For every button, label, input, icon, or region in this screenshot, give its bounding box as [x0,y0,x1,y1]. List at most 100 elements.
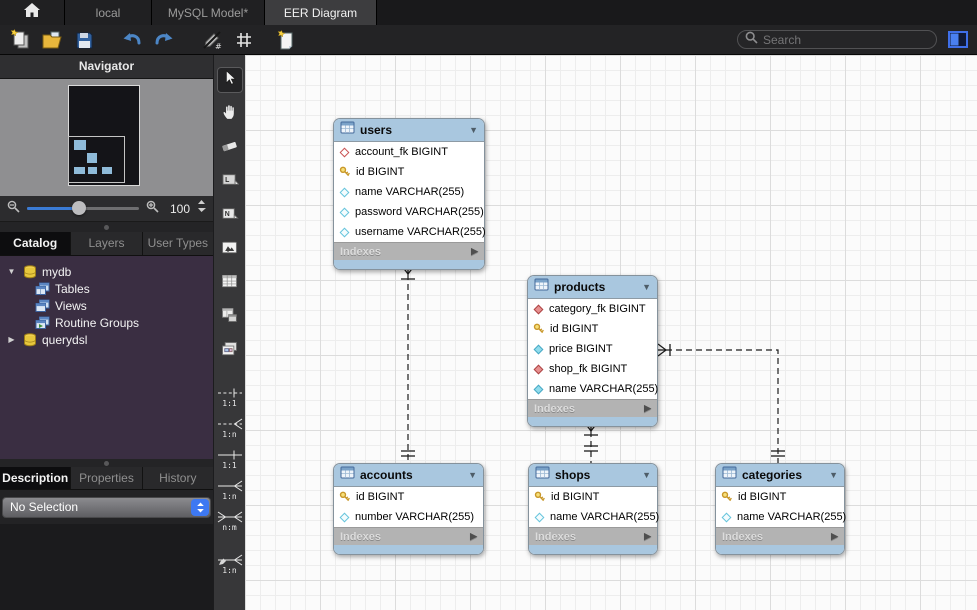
table-column-row[interactable]: shop_fk BIGINT [528,359,657,379]
new-model-button[interactable] [8,28,32,52]
collapse-caret-icon[interactable]: ▼ [469,125,478,135]
rel-1-n-non-identifying[interactable]: 1:n [217,416,243,440]
routine-icon [220,340,239,364]
image-tool[interactable] [217,237,243,263]
view-tool[interactable] [217,305,243,331]
table-header[interactable]: shops▼ [529,464,657,486]
undo-button[interactable] [120,28,144,52]
attribute-diamond-icon [339,512,350,522]
table-column-row[interactable]: name VARCHAR(255) [528,379,658,399]
rel-1-n-existing[interactable]: 1:n [217,552,243,576]
collapse-caret-icon[interactable]: ▼ [468,470,477,480]
table-column-row[interactable]: id BIGINT [528,319,657,339]
minimap-viewport[interactable] [68,136,125,183]
tab-layers[interactable]: Layers [71,232,143,255]
table-column-row[interactable]: name VARCHAR(255) [716,507,847,527]
tab-catalog[interactable]: Catalog [0,232,72,255]
table-indexes-footer[interactable]: Indexes▶ [528,400,657,417]
catalog-tree-item-tables[interactable]: Tables [0,280,213,297]
rel-n-m-identifying[interactable]: n:m [217,509,243,533]
table-indexes-footer[interactable]: Indexes▶ [334,243,484,260]
catalog-tree-item-querydsl[interactable]: ▶querydsl [0,331,213,348]
table-column-row[interactable]: id BIGINT [716,487,844,507]
tab-local[interactable]: local [65,0,152,25]
expand-arrow-icon[interactable]: ▶ [470,531,477,541]
tree-expander-icon[interactable]: ▼ [7,267,16,276]
table-tool[interactable] [217,271,243,297]
home-tab[interactable] [0,0,65,25]
eraser-tool[interactable] [217,135,243,161]
table-column-row[interactable]: number VARCHAR(255) [334,507,483,527]
expand-arrow-icon[interactable]: ▶ [644,531,651,541]
rel-1-1-identifying[interactable]: 1:1 [217,447,243,471]
table-column-row[interactable]: id BIGINT [529,487,657,507]
zoom-out-icon[interactable] [7,200,20,218]
column-definition: name VARCHAR(255) [737,511,847,523]
tab-mysql-model[interactable]: MySQL Model* [152,0,265,25]
tab-user-types[interactable]: User Types [142,232,213,255]
table-indexes-footer[interactable]: Indexes ▶ [716,528,844,545]
expand-arrow-icon[interactable]: ▶ [831,531,838,541]
table-column-row[interactable]: account_fk BIGINT [334,142,484,162]
toggle-sidebar-icon[interactable] [947,31,969,49]
catalog-tree-item-routine-groups[interactable]: Routine Groups [0,314,213,331]
table-indexes-footer[interactable]: Indexes▶ [334,528,483,545]
tab-eer-diagram[interactable]: EER Diagram [265,0,377,25]
layer-tool[interactable]: L [217,169,243,195]
table-column-row[interactable]: price BIGINT [528,339,657,359]
collapse-caret-icon[interactable]: ▼ [829,470,838,480]
navigator-minimap[interactable] [0,79,213,196]
table-header[interactable]: users▼ [334,119,484,141]
new-diagram-button[interactable] [274,28,298,52]
search-box[interactable] [737,30,937,49]
tab-history[interactable]: History [142,467,213,489]
cursor-tool[interactable] [216,67,243,93]
zoom-in-icon[interactable] [146,200,159,218]
connector-products-categories[interactable] [666,349,779,463]
tab-properties[interactable]: Properties [71,467,143,489]
rel-1-1-non-identifying[interactable]: 1:1 [217,385,243,409]
hand-tool[interactable] [217,101,243,127]
zoom-slider[interactable] [27,201,139,215]
table-header[interactable]: accounts▼ [334,464,483,486]
table-column-row[interactable]: username VARCHAR(255) [334,222,486,242]
open-model-button[interactable] [40,28,64,52]
note-tool[interactable]: N [217,203,243,229]
rel-1-n-identifying[interactable]: 1:n [217,478,243,502]
table-column-row[interactable]: category_fk BIGINT [528,299,657,319]
catalog-tree-item-views[interactable]: Views [0,297,213,314]
zoom-slider-thumb[interactable] [71,201,86,215]
toggle-grid-button[interactable] [232,28,256,52]
zoom-stepper[interactable] [197,199,206,218]
indexes-label: Indexes [722,530,763,543]
no-edit-mode-button[interactable]: # [200,28,224,52]
splitter[interactable] [0,459,213,467]
catalog-tree-item-mydb[interactable]: ▼mydb [0,263,213,280]
expand-arrow-icon[interactable]: ▶ [471,246,478,256]
tab-description[interactable]: Description [0,467,72,489]
table-column-row[interactable]: name VARCHAR(255) [529,507,659,527]
splitter[interactable] [0,222,213,232]
table-header[interactable]: products▼ [528,276,657,298]
collapse-caret-icon[interactable]: ▼ [642,282,651,292]
routine-group-tool[interactable] [217,339,243,365]
diagram-table-categories[interactable]: categories▼id BIGINT name VARCHAR(255) Ind… [715,463,847,555]
table-indexes-footer[interactable]: Indexes▶ [529,528,657,545]
expand-arrow-icon[interactable]: ▶ [644,403,651,413]
save-model-button[interactable] [72,28,96,52]
collapse-caret-icon[interactable]: ▼ [642,470,651,480]
redo-button[interactable] [152,28,176,52]
table-column-row[interactable]: id BIGINT [334,162,484,182]
table-column-row[interactable]: id BIGINT [334,487,483,507]
search-input[interactable] [763,32,929,47]
table-header[interactable]: categories▼ [716,464,844,486]
selection-dropdown[interactable]: No Selection [2,496,211,518]
tree-expander-icon[interactable]: ▶ [8,335,15,344]
table-column-row[interactable]: name VARCHAR(255) [334,182,484,202]
table-column-row[interactable]: password VARCHAR(255) [334,202,484,222]
